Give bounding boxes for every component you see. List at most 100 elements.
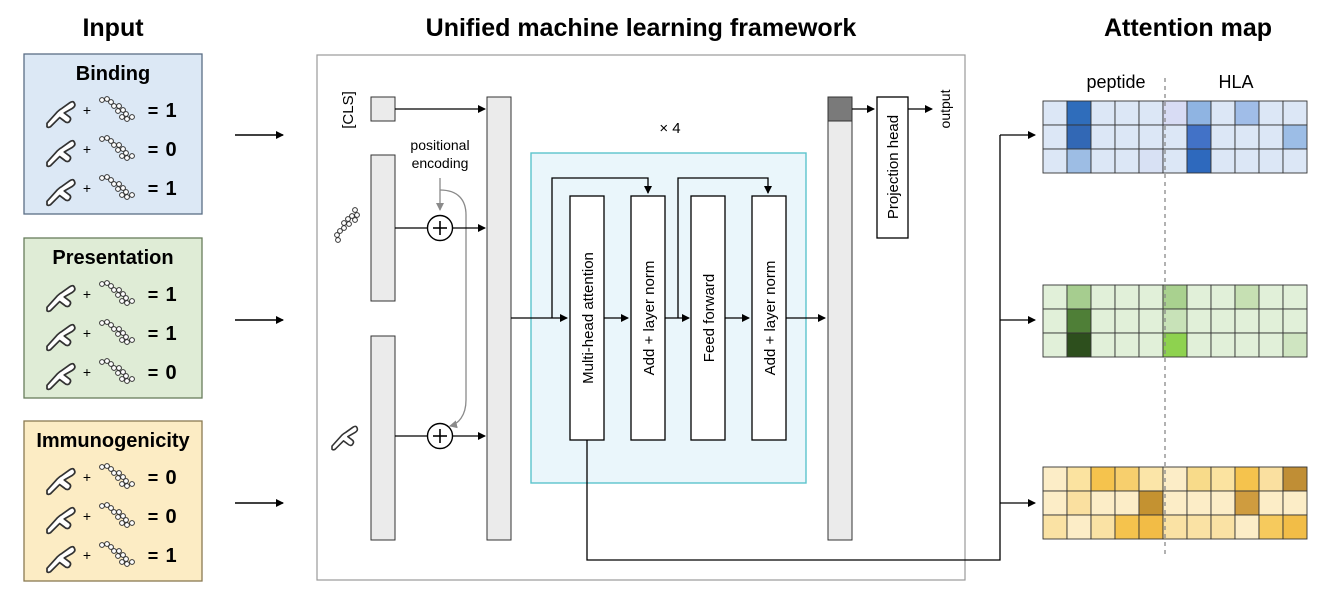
- hla-molecule-icon: [46, 545, 76, 574]
- equals-sign: =: [148, 507, 159, 527]
- attention-cell: [1042, 514, 1068, 540]
- peptide-chain-icon: [99, 463, 135, 489]
- attention-cell: [1042, 308, 1068, 334]
- attention-cell: [1234, 490, 1260, 516]
- attention-cell: [1210, 284, 1236, 310]
- output-sequence: [827, 96, 853, 541]
- attention-cell: [1042, 100, 1068, 126]
- label-value: 1: [165, 545, 176, 567]
- equals-sign: =: [148, 468, 159, 488]
- plus-sign: +: [83, 325, 91, 341]
- positional-label: positional: [410, 137, 469, 153]
- output-label: output: [937, 89, 953, 128]
- attention-cell: [1138, 124, 1164, 150]
- hla-icon: [331, 425, 359, 451]
- attention-cell: [1282, 148, 1308, 174]
- attention-cell: [1162, 124, 1188, 150]
- attention-cell: [1210, 148, 1236, 174]
- attention-cell: [1162, 332, 1188, 358]
- plus-sign: +: [83, 508, 91, 524]
- plus-sign: +: [83, 547, 91, 563]
- attention-cell: [1210, 308, 1236, 334]
- multi-head-attention-label: Multi-head attention: [580, 252, 597, 384]
- add-norm-2-label: Add + layer norm: [762, 261, 779, 376]
- attention-cell: [1186, 124, 1212, 150]
- residual-2: [677, 177, 772, 318]
- hla-molecule-icon: [46, 284, 76, 313]
- attention-cell: [1114, 514, 1140, 540]
- attention-cell: [1186, 490, 1212, 516]
- attention-cell: [1234, 100, 1260, 126]
- attention-cell: [1138, 308, 1164, 334]
- attention-cell: [1114, 490, 1140, 516]
- equals-sign: =: [148, 324, 159, 344]
- hla-molecule-icon: [331, 425, 359, 451]
- attention-cell: [1138, 284, 1164, 310]
- attention-cell: [1114, 466, 1140, 492]
- input-box-presentation: Presentation+=1+=1+=0: [23, 237, 203, 399]
- attention-cell: [1066, 284, 1092, 310]
- attention-cell: [1210, 332, 1236, 358]
- input-box-title: Presentation: [52, 247, 173, 269]
- add-norm-2: [751, 195, 787, 441]
- input-box-title: Immunogenicity: [36, 430, 190, 452]
- label-value: 0: [165, 362, 176, 384]
- output-cls-token: [827, 96, 853, 122]
- attention-cell: [1162, 284, 1188, 310]
- add-norm-1: [630, 195, 666, 441]
- attention-cell: [1090, 514, 1116, 540]
- attention-cell: [1066, 100, 1092, 126]
- cls-label: [CLS]: [340, 91, 357, 129]
- hla-molecule-icon: [46, 467, 76, 496]
- attention-cell: [1090, 124, 1116, 150]
- equals-sign: =: [148, 140, 159, 160]
- attention-cell: [1282, 284, 1308, 310]
- label-value: 1: [165, 178, 176, 200]
- attention-cell: [1114, 100, 1140, 126]
- attention-cell: [1282, 100, 1308, 126]
- feed-forward-label: Feed forward: [701, 274, 718, 362]
- peptide-chain-icon: [99, 358, 135, 384]
- attention-cell: [1234, 284, 1260, 310]
- attention-cell: [1258, 490, 1284, 516]
- equals-sign: =: [148, 285, 159, 305]
- peptide-chain-icon: [99, 502, 135, 528]
- attention-cell: [1090, 308, 1116, 334]
- input-panel: Binding+=1+=0+=1Presentation+=1+=1+=0Imm…: [23, 53, 203, 582]
- peptide-label: peptide: [1086, 72, 1145, 92]
- hla-molecule-icon: [46, 323, 76, 352]
- attention-cell: [1258, 124, 1284, 150]
- attention-cell: [1234, 148, 1260, 174]
- peptide-chain-icon: [99, 96, 135, 122]
- repeat-label: × 4: [659, 120, 680, 137]
- label-value: 1: [165, 323, 176, 345]
- attention-cell: [1258, 148, 1284, 174]
- attention-cell: [1162, 490, 1188, 516]
- attention-cell: [1210, 466, 1236, 492]
- input-box-binding: Binding+=1+=0+=1: [23, 53, 203, 215]
- label-value: 1: [165, 284, 176, 306]
- peptide-chain-icon: [99, 174, 135, 200]
- attention-cell: [1066, 332, 1092, 358]
- attention-cell: [1090, 284, 1116, 310]
- attention-map-immunogenicity: [1042, 466, 1308, 540]
- attention-cell: [1234, 124, 1260, 150]
- attention-cell: [1042, 284, 1068, 310]
- attention-cell: [1090, 148, 1116, 174]
- attention-cell: [1066, 490, 1092, 516]
- attention-cell: [1138, 466, 1164, 492]
- attention-cell: [1066, 124, 1092, 150]
- attention-cell: [1162, 148, 1188, 174]
- attention-cell: [1042, 148, 1068, 174]
- attention-cell: [1186, 466, 1212, 492]
- hla-embedding: [370, 335, 396, 541]
- attention-cell: [1186, 284, 1212, 310]
- equals-sign: =: [148, 179, 159, 199]
- cls-token: [370, 96, 396, 122]
- label-value: 1: [165, 100, 176, 122]
- attention-cell: [1186, 332, 1212, 358]
- attention-cell: [1162, 514, 1188, 540]
- hla-molecule-icon: [46, 139, 76, 168]
- attention-cell: [1258, 466, 1284, 492]
- attention-cell: [1258, 284, 1284, 310]
